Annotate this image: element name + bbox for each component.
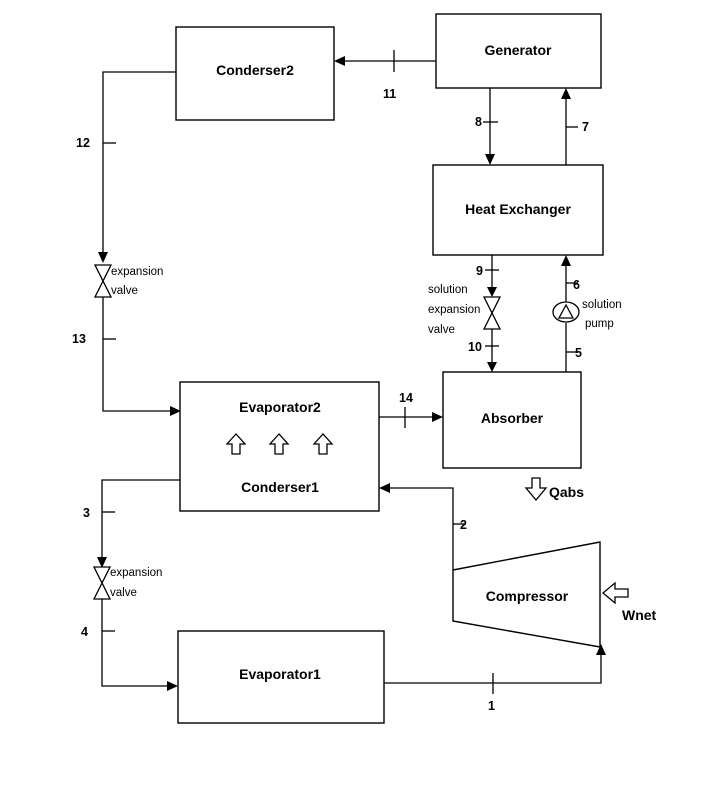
solution-pump-label-1: solution (582, 299, 622, 311)
arrowhead (596, 644, 606, 655)
state-14-label: 14 (399, 391, 413, 405)
state-3-label: 3 (83, 506, 90, 520)
heat-up-arrow-icon (225, 433, 247, 455)
state-12-label: 12 (76, 136, 90, 150)
state-9-label: 9 (476, 264, 483, 278)
arrowhead (487, 287, 497, 297)
state-2-label: 2 (460, 518, 467, 532)
evaporator2-label: Evaporator2 (239, 399, 321, 415)
line-1 (384, 655, 602, 684)
absorber-label: Absorber (481, 410, 544, 426)
state-6-label: 6 (573, 278, 580, 292)
arrowhead (487, 362, 497, 372)
arrowhead (170, 406, 181, 416)
solution-expansion-valve-label-3: valve (428, 324, 455, 336)
line-12 (102, 71, 176, 252)
generator-box (435, 13, 602, 89)
arrowhead (97, 557, 107, 568)
condenser1-label: Conderser1 (241, 479, 319, 495)
expansion-valve-lower-icon (92, 566, 112, 600)
condenser2-box (175, 26, 335, 121)
heat-exchanger-label: Heat Exchanger (465, 201, 571, 217)
heat-up-arrow-icon (312, 433, 334, 455)
generator-label: Generator (485, 42, 552, 58)
solution-expansion-valve-icon (482, 296, 502, 330)
condenser2-label: Conderser2 (216, 62, 294, 78)
compressor-label: Compressor (486, 588, 569, 604)
arrowhead (432, 412, 443, 422)
absorber-box (442, 371, 582, 469)
qabs-arrow-icon (524, 477, 548, 502)
expansion-valve-upper-icon (93, 264, 113, 298)
line-2 (390, 487, 454, 570)
evaporator1-label: Evaporator1 (239, 666, 321, 682)
arrowhead (561, 88, 571, 99)
arrowhead (167, 681, 178, 691)
state-11-label: 11 (383, 87, 396, 101)
heat-exchanger-box (432, 164, 604, 256)
solution-pump-triangle-icon (557, 303, 575, 319)
evaporator1-box (177, 630, 385, 724)
wnet-arrow-icon (601, 581, 629, 605)
solution-pump-label-2: pump (585, 318, 614, 330)
arrowhead (561, 255, 571, 266)
solution-expansion-valve-label-2: expansion (428, 304, 480, 316)
qabs-label: Qabs (549, 484, 584, 500)
expansion-valve-lower-label-2: valve (110, 587, 137, 599)
state-13-label: 13 (72, 332, 86, 346)
solution-expansion-valve-label-1: solution (428, 284, 468, 296)
arrowhead (379, 483, 390, 493)
line-3 (101, 479, 180, 557)
arrowhead (98, 252, 108, 263)
expansion-valve-upper-label-2: valve (111, 285, 138, 297)
state-8-label: 8 (475, 115, 482, 129)
state-4-label: 4 (81, 625, 88, 639)
arrowhead (334, 56, 345, 66)
line-13 (102, 297, 170, 412)
arrowhead (485, 154, 495, 165)
state-7-label: 7 (582, 120, 589, 134)
state-5-label: 5 (575, 346, 582, 360)
wnet-label: Wnet (622, 607, 657, 623)
line-4 (101, 599, 167, 687)
heat-up-arrow-icon (268, 433, 290, 455)
expansion-valve-lower-label-1: expansion (110, 567, 162, 579)
expansion-valve-upper-label-1: expansion (111, 266, 163, 278)
state-1-label: 1 (488, 699, 495, 713)
state-10-label: 10 (468, 340, 482, 354)
